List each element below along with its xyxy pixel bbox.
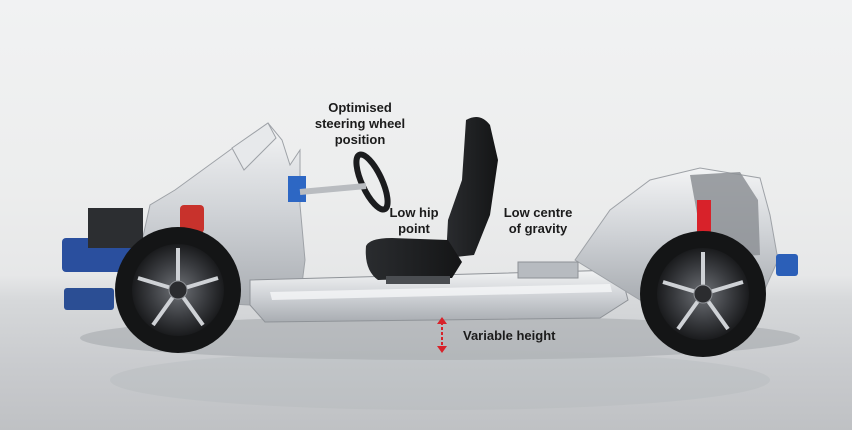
a-pillar [231, 122, 277, 171]
seat-cushion [365, 238, 462, 280]
callout-hip-line1: Low hip [389, 205, 439, 220]
front-bumper-beam [64, 288, 114, 310]
steering-wheel [353, 151, 391, 213]
rear-bumper-blue [776, 254, 798, 276]
seat-base [386, 276, 450, 284]
front-spring-red [180, 205, 204, 233]
steering-shaft [299, 183, 367, 195]
callout-steering-line1: Optimised [328, 100, 392, 115]
callout-steering-line2: steering wheel [314, 116, 406, 131]
callout-hip-line2: point [398, 221, 430, 236]
steering-column-blue [288, 176, 306, 202]
callout-steering-line3: position [334, 132, 386, 147]
rear-wheel [640, 231, 766, 357]
rear-shock-red [697, 200, 711, 240]
seat-back [446, 116, 498, 258]
callout-variable-height: Variable height [463, 328, 555, 344]
floor-reflection [110, 350, 770, 410]
callout-steering-wheel: Optimised steering wheel position [300, 100, 420, 148]
floor-shadow [80, 316, 800, 360]
callout-hip-point: Low hip point [370, 205, 458, 237]
callout-height-label: Variable height [463, 328, 556, 343]
callout-gravity-line2: of gravity [508, 221, 568, 236]
front-wheel [115, 227, 241, 353]
sill-highlight [270, 284, 612, 300]
callout-gravity-line1: Low centre [503, 205, 573, 220]
vertical-double-arrow-icon [437, 317, 447, 353]
front-brace [88, 208, 143, 248]
callout-centre-of-gravity: Low centre of gravity [488, 205, 588, 237]
fuel-tank [517, 261, 579, 279]
